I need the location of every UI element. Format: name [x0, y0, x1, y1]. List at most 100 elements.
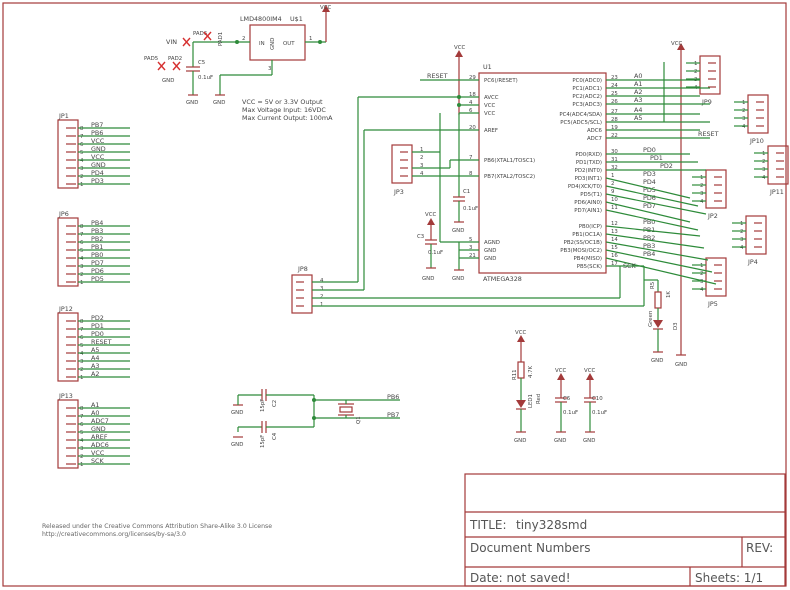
mcu-net-label: PB3 [643, 242, 655, 250]
mcu-pin-label: PB6(XTAL1/TOSC1) [484, 158, 535, 164]
svg-text:RESET: RESET [698, 130, 719, 138]
jp5-label: JP5 [707, 300, 718, 308]
header-pin-label: PD6 [91, 267, 104, 275]
mcu-pin-num: 31 [611, 157, 618, 163]
header-pin-num: 2 [80, 454, 83, 460]
header-pin-num: 4 [742, 124, 746, 130]
mcu-pin-num: 26 [611, 99, 618, 105]
mcu-pin-label: PC3(ADC3) [572, 102, 602, 108]
mcu-pin-num: 24 [611, 83, 618, 89]
note-line-3: Max Current Output: 100mA [242, 114, 333, 122]
header-pin-num: 1 [80, 375, 83, 381]
header-pin-num: 8 [80, 126, 84, 132]
mcu-net-label: PD2 [660, 162, 673, 170]
mcu-pin-label: PB2(SS/OC1B) [564, 240, 602, 246]
header-pin-label: ADC6 [91, 441, 109, 449]
header-pin-num: 1 [700, 175, 703, 181]
header-pin-label: A5 [91, 346, 99, 354]
svg-text:PB7: PB7 [387, 411, 399, 419]
c5-name: C5 [198, 60, 205, 66]
header-pin-num: 6 [80, 240, 84, 246]
mcu-pin-label: PD2(INT0) [575, 168, 602, 174]
mcu-pin-num: 29 [469, 75, 476, 81]
mcu-pin-label: AVCC [484, 95, 499, 101]
mcu-pin-label: PD4(XCK/T0) [568, 184, 602, 190]
mcu-pin-num: 8 [469, 171, 473, 177]
svg-text:VCC: VCC [555, 368, 566, 374]
sheets-label: Sheets: 1/1 [695, 571, 763, 585]
mcu-pin-num: 18 [469, 92, 476, 98]
header-pin-label: VCC [91, 449, 105, 457]
header-pin-num: 8 [80, 224, 84, 230]
header-pin-num: 2 [762, 159, 765, 165]
pad6-label: PAD6 [193, 31, 208, 37]
header-pin-num: 3 [762, 167, 765, 173]
header-pin-num: 1 [80, 182, 83, 188]
svg-text:PAD1: PAD1 [218, 32, 224, 46]
svg-text:1K: 1K [666, 291, 672, 298]
header-pin-num: 4 [700, 287, 704, 293]
header-pin-label: A3 [91, 362, 99, 370]
jp4-label: JP4 [747, 258, 758, 266]
svg-text:Q1: Q1 [356, 416, 362, 424]
mcu-net-label: PD3 [643, 170, 656, 178]
header-name: JP1 [58, 112, 69, 120]
header-pin-label: PB2 [91, 235, 103, 243]
svg-text:GND: GND [651, 358, 663, 364]
header-pin-num: 5 [80, 248, 83, 254]
svg-text:VCC: VCC [515, 330, 526, 336]
mcu-pin-label: PC2(ADC2) [572, 94, 602, 100]
mcu-pin-label: PC6(/RESET) [484, 78, 518, 84]
mcu-pin-label: GND [484, 256, 496, 262]
header-pin-num: 3 [700, 279, 703, 285]
header-pin-label: GND [91, 145, 106, 153]
svg-text:GND: GND [422, 276, 434, 282]
license-line-1: Released under the Creative Commons Attr… [42, 523, 272, 530]
header-pin-num: 1 [80, 280, 83, 286]
mcu-pin-num: 20 [469, 125, 476, 131]
svg-text:0.1uF: 0.1uF [592, 410, 607, 416]
mcu-pin-num: 28 [611, 117, 618, 123]
header-pin-num: 5 [80, 430, 83, 436]
crystal-icon [339, 406, 353, 413]
svg-text:GND: GND [514, 438, 526, 444]
title-value: tiny328smd [516, 518, 587, 532]
mcu-pin-num: 6 [469, 108, 473, 114]
svg-text:C10: C10 [592, 396, 603, 402]
header-pin-num: 4 [80, 256, 84, 262]
mcu-net-label: A1 [634, 80, 642, 88]
header-pin-num: 3 [80, 264, 83, 270]
svg-text:2: 2 [320, 294, 323, 300]
svg-text:Red: Red [536, 394, 542, 404]
header-pin-num: 7 [80, 232, 83, 238]
svg-text:3: 3 [420, 163, 423, 169]
header-name: JP6 [58, 210, 69, 218]
mcu-pin-num: 5 [469, 237, 472, 243]
jp3-header: 1 2 3 4 JP3 [391, 113, 479, 242]
svg-text:15pF: 15pF [260, 399, 266, 412]
mcu-part: ATMEGA328 [483, 275, 522, 283]
header-pin-num: 2 [742, 108, 745, 114]
header-pin-label: GND [91, 161, 106, 169]
c5-value: 0.1uF [198, 75, 213, 81]
svg-text:C6: C6 [563, 396, 571, 402]
header-pin-num: 5 [80, 150, 83, 156]
mcu-pin-num: 27 [611, 109, 618, 115]
mcu-pin-num: 32 [611, 165, 618, 171]
date-label: Date: not saved! [470, 571, 571, 585]
svg-text:Green: Green [648, 311, 654, 327]
svg-text:C1: C1 [463, 189, 470, 195]
jp11-label: JP11 [769, 188, 784, 196]
mcu-net-label: PB0 [643, 218, 655, 226]
jp8-header: 4 3 2 1 JP8 [291, 96, 645, 314]
header-pin-num: 5 [80, 343, 83, 349]
mcu-pin-label: PD7(AIN1) [574, 208, 602, 214]
reset-net-label: RESET [427, 72, 448, 80]
mcu-pin-num: 16 [611, 253, 618, 259]
